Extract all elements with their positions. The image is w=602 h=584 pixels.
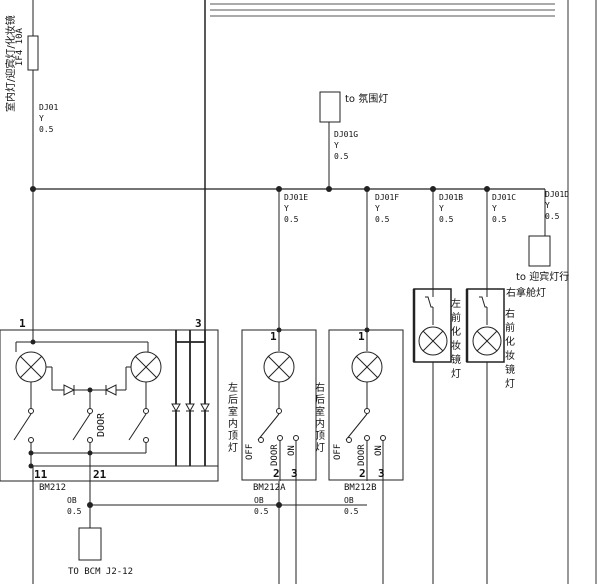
bm212-pin-3: 3	[195, 317, 202, 330]
bm212a-pin-2: 2	[273, 467, 280, 480]
branch-gauge: 0.5	[439, 215, 454, 224]
bm212b-pin-3: 3	[378, 467, 385, 480]
supply-wire-gauge: 0.5	[39, 125, 54, 134]
branch-code: DJ01F	[375, 193, 399, 202]
fuse-symbol	[27, 35, 39, 71]
bm212a-pin-1: 1	[270, 330, 277, 343]
bm212a-door: DOOR	[270, 444, 280, 466]
branch-labels: DJ01E Y 0.5 DJ01F Y 0.5 DJ01B Y 0.5 DJ01…	[284, 190, 569, 224]
branch-gauge: 0.5	[545, 212, 560, 221]
ambient-label: to 氛围灯	[345, 92, 388, 105]
top-bus-lines	[210, 3, 555, 17]
branch-gauge: 0.5	[284, 215, 299, 224]
bcm-connector	[78, 527, 102, 561]
branch-color: Y	[545, 201, 550, 210]
branch-color: Y	[492, 204, 497, 213]
welcome-label: to 迎宾灯行	[516, 270, 569, 283]
bm212-name: BM212	[39, 483, 66, 493]
branch-color: Y	[439, 204, 444, 213]
ambient-connector	[319, 91, 341, 123]
bcm-label: TO BCM J2-12	[68, 567, 133, 577]
bm212b-pin-1: 1	[358, 330, 365, 343]
ambient-wire-color: Y	[334, 141, 339, 150]
ambient-wire-code: DJ01G	[334, 130, 358, 139]
bm212b-module: 1 OFF DOOR ON 2 3 右后室内顶灯 BM212B OB 0.5	[313, 327, 404, 516]
branch-code: DJ01E	[284, 193, 308, 202]
bm212-module: 1 3	[0, 317, 219, 493]
vanity-right: 右拿舱灯 右前化妆镜灯	[465, 286, 546, 392]
bm212b-side-label: 右后室内顶灯	[313, 381, 325, 454]
branch-gauge: 0.5	[492, 215, 507, 224]
branch-wires	[278, 189, 546, 584]
branch-code: DJ01B	[439, 193, 463, 202]
bm212b-pin-2: 2	[359, 467, 366, 480]
bm212b-wire-gauge: 0.5	[344, 507, 359, 516]
branch-color: Y	[284, 204, 289, 213]
branch-code: DJ01C	[492, 193, 516, 202]
bm212-wire-code: OB	[67, 496, 77, 505]
vanity-left: 左前化妆镜灯	[412, 288, 461, 382]
bm212b-door: DOOR	[357, 444, 367, 466]
bm212-pin-1: 1	[19, 317, 26, 330]
bm212-pin-21: 21	[93, 468, 107, 481]
bm212a-wire-code: OB	[254, 496, 264, 505]
welcome-connector	[528, 235, 551, 267]
vanity-left-label: 左前化妆镜灯	[449, 297, 461, 382]
ambient-wire-gauge: 0.5	[334, 152, 349, 161]
bm212-wire-gauge: 0.5	[67, 507, 82, 516]
bm212a-on: ON	[287, 445, 297, 456]
branch-color: Y	[375, 204, 380, 213]
bm212b-off: OFF	[333, 444, 343, 460]
branch-gauge: 0.5	[375, 215, 390, 224]
bm212-pin-11: 11	[34, 468, 48, 481]
supply-wire-code: DJ01	[39, 103, 58, 112]
branch-code: DJ01D	[545, 190, 569, 199]
bm212-door-label: DOOR	[96, 412, 107, 437]
fuse-label: IF4 10A	[15, 27, 25, 66]
supply-vertical-label: 室内灯/迎宾灯/化妆镜	[4, 15, 17, 112]
bm212a-module: 1 OFF DOOR ON 2 3 左后室内顶灯 BM212A OB 0.5	[226, 327, 317, 516]
vanity-right-label: 右前化妆镜灯	[503, 307, 515, 392]
bm212b-name: BM212B	[344, 483, 377, 493]
bm212a-side-label: 左后室内顶灯	[226, 381, 238, 454]
bm212b-on: ON	[374, 445, 384, 456]
bm212b-wire-code: OB	[344, 496, 354, 505]
bm212a-off: OFF	[245, 444, 255, 460]
bm212a-wire-gauge: 0.5	[254, 507, 269, 516]
vanity-right-top-label: 右拿舱灯	[506, 286, 546, 299]
bm212a-pin-3: 3	[291, 467, 298, 480]
supply-wire-color: Y	[39, 114, 44, 123]
bm212a-name: BM212A	[253, 483, 286, 493]
